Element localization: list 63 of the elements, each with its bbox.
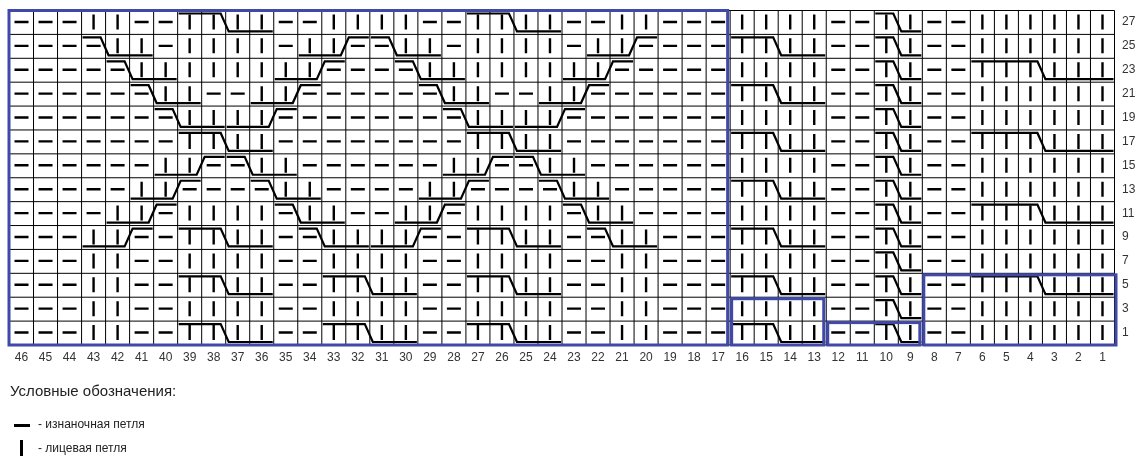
legend-text: - лицевая петля — [38, 442, 127, 456]
column-number: 36 — [255, 351, 269, 365]
column-number: 17 — [711, 351, 725, 365]
row-number: 5 — [1122, 278, 1129, 292]
column-number: 6 — [979, 351, 986, 365]
row-number: 17 — [1122, 134, 1136, 149]
column-number: 41 — [134, 351, 149, 365]
column-number: 19 — [663, 351, 677, 365]
column-number: 40 — [158, 351, 173, 365]
column-number: 12 — [831, 351, 845, 365]
column-number: 42 — [110, 351, 125, 365]
column-number: 15 — [759, 351, 773, 365]
column-number: 18 — [687, 351, 701, 365]
row-number: 7 — [1122, 254, 1129, 268]
column-number: 22 — [591, 351, 605, 365]
column-number: 30 — [399, 351, 413, 365]
column-number: 38 — [207, 351, 221, 365]
column-number: 21 — [615, 351, 629, 365]
column-number: 14 — [783, 351, 797, 365]
column-number: 25 — [519, 351, 533, 365]
column-number: 27 — [471, 351, 485, 365]
column-number: 43 — [86, 351, 101, 365]
column-number: 10 — [879, 351, 893, 365]
column-number: 5 — [1003, 351, 1010, 365]
column-number: 3 — [1051, 351, 1058, 365]
column-number: 31 — [375, 351, 389, 365]
column-number: 11 — [856, 351, 869, 365]
row-number: 19 — [1122, 111, 1136, 125]
column-number: 45 — [38, 351, 53, 365]
column-number: 29 — [423, 351, 437, 365]
row-number: 25 — [1122, 39, 1136, 53]
column-number: 34 — [303, 351, 317, 365]
row-number: 27 — [1122, 15, 1136, 29]
row-number: 23 — [1122, 63, 1136, 77]
column-number: 8 — [931, 351, 938, 365]
row-number: 3 — [1122, 302, 1129, 316]
column-number: 39 — [183, 351, 197, 365]
row-number: 1 — [1122, 326, 1129, 340]
column-number: 4 — [1027, 351, 1034, 365]
column-number: 24 — [543, 351, 557, 365]
column-number: 2 — [1075, 351, 1082, 365]
column-number: 16 — [735, 351, 749, 365]
column-number: 46 — [14, 351, 29, 365]
column-number: 20 — [639, 351, 653, 365]
row-number: 11 — [1122, 206, 1135, 220]
column-number: 32 — [351, 351, 365, 365]
column-number: 13 — [807, 351, 821, 365]
column-number: 44 — [62, 351, 77, 365]
column-number: 7 — [955, 351, 962, 365]
column-number: 23 — [567, 351, 581, 365]
column-number: 26 — [495, 351, 509, 365]
row-number: 15 — [1122, 158, 1136, 172]
column-number: 28 — [447, 351, 461, 365]
legend-text: - изнаночная петля — [38, 418, 145, 432]
column-number: 37 — [231, 351, 245, 365]
column-number: 1 — [1099, 351, 1106, 365]
row-number: 13 — [1122, 182, 1136, 196]
legend-title: Условные обозначения: — [10, 383, 177, 400]
row-number: 9 — [1122, 230, 1129, 244]
column-number: 33 — [327, 351, 341, 365]
column-number: 35 — [279, 351, 293, 365]
column-number: 9 — [906, 351, 914, 365]
row-number: 21 — [1122, 87, 1136, 101]
